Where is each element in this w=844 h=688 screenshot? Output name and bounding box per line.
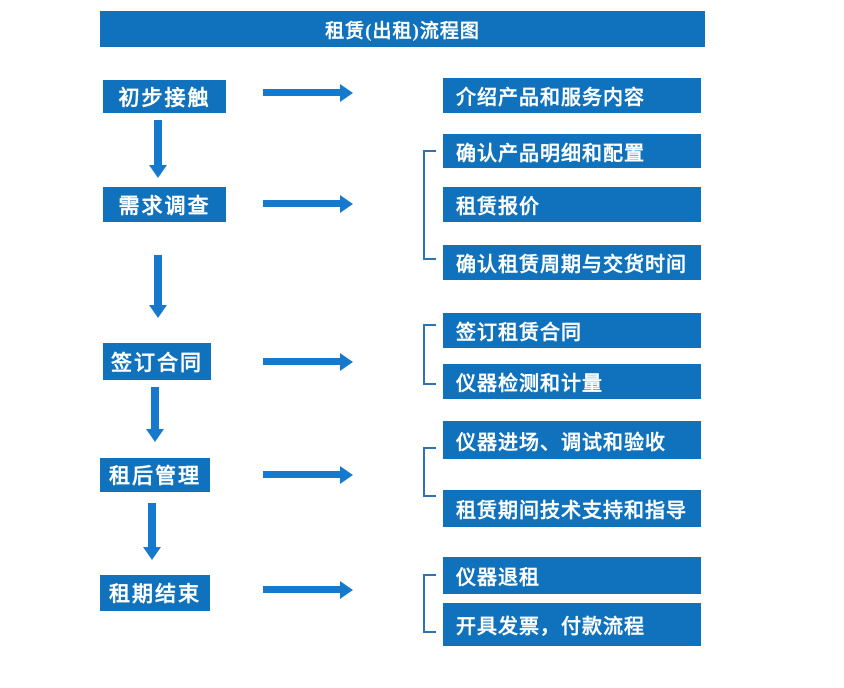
right-arrow-icon bbox=[263, 586, 340, 593]
detail-box-rental-quote: 租赁报价 bbox=[443, 187, 701, 222]
down-arrow-icon bbox=[151, 387, 159, 429]
down-arrow-icon bbox=[154, 120, 162, 165]
detail-box-instrument-inspection: 仪器检测和计量 bbox=[443, 364, 701, 399]
title-text: 租赁(出租)流程图 bbox=[325, 20, 480, 42]
detail-box-instrument-entry-acceptance: 仪器进场、调试和验收 bbox=[443, 421, 701, 459]
group-bracket bbox=[423, 324, 436, 385]
detail-box-instrument-return: 仪器退租 bbox=[443, 557, 701, 594]
detail-box-sign-rental-contract: 签订租赁合同 bbox=[443, 313, 701, 348]
right-arrow-icon bbox=[263, 200, 340, 207]
step-box-post-rental-management: 租后管理 bbox=[100, 458, 210, 492]
group-bracket bbox=[423, 447, 436, 497]
detail-box-confirm-rental-period: 确认租赁周期与交货时间 bbox=[443, 245, 701, 280]
detail-box-invoice-payment: 开具发票，付款流程 bbox=[443, 603, 701, 646]
detail-box-introduce-products: 介绍产品和服务内容 bbox=[443, 78, 701, 113]
step-box-sign-contract: 签订合同 bbox=[103, 343, 211, 380]
title-bar: 租赁(出租)流程图 bbox=[100, 11, 705, 47]
down-arrow-icon bbox=[148, 503, 156, 547]
group-bracket bbox=[423, 574, 436, 633]
right-arrow-icon bbox=[263, 471, 340, 478]
down-arrow-icon bbox=[154, 255, 162, 305]
detail-box-confirm-product-details: 确认产品明细和配置 bbox=[443, 134, 701, 168]
right-arrow-icon bbox=[263, 358, 340, 365]
group-bracket bbox=[423, 150, 436, 260]
step-box-initial-contact: 初步接触 bbox=[103, 80, 226, 113]
step-box-demand-survey: 需求调查 bbox=[103, 187, 226, 222]
right-arrow-icon bbox=[263, 89, 340, 96]
step-box-rental-end: 租期结束 bbox=[100, 575, 210, 611]
detail-box-technical-support: 租赁期间技术支持和指导 bbox=[443, 490, 701, 527]
